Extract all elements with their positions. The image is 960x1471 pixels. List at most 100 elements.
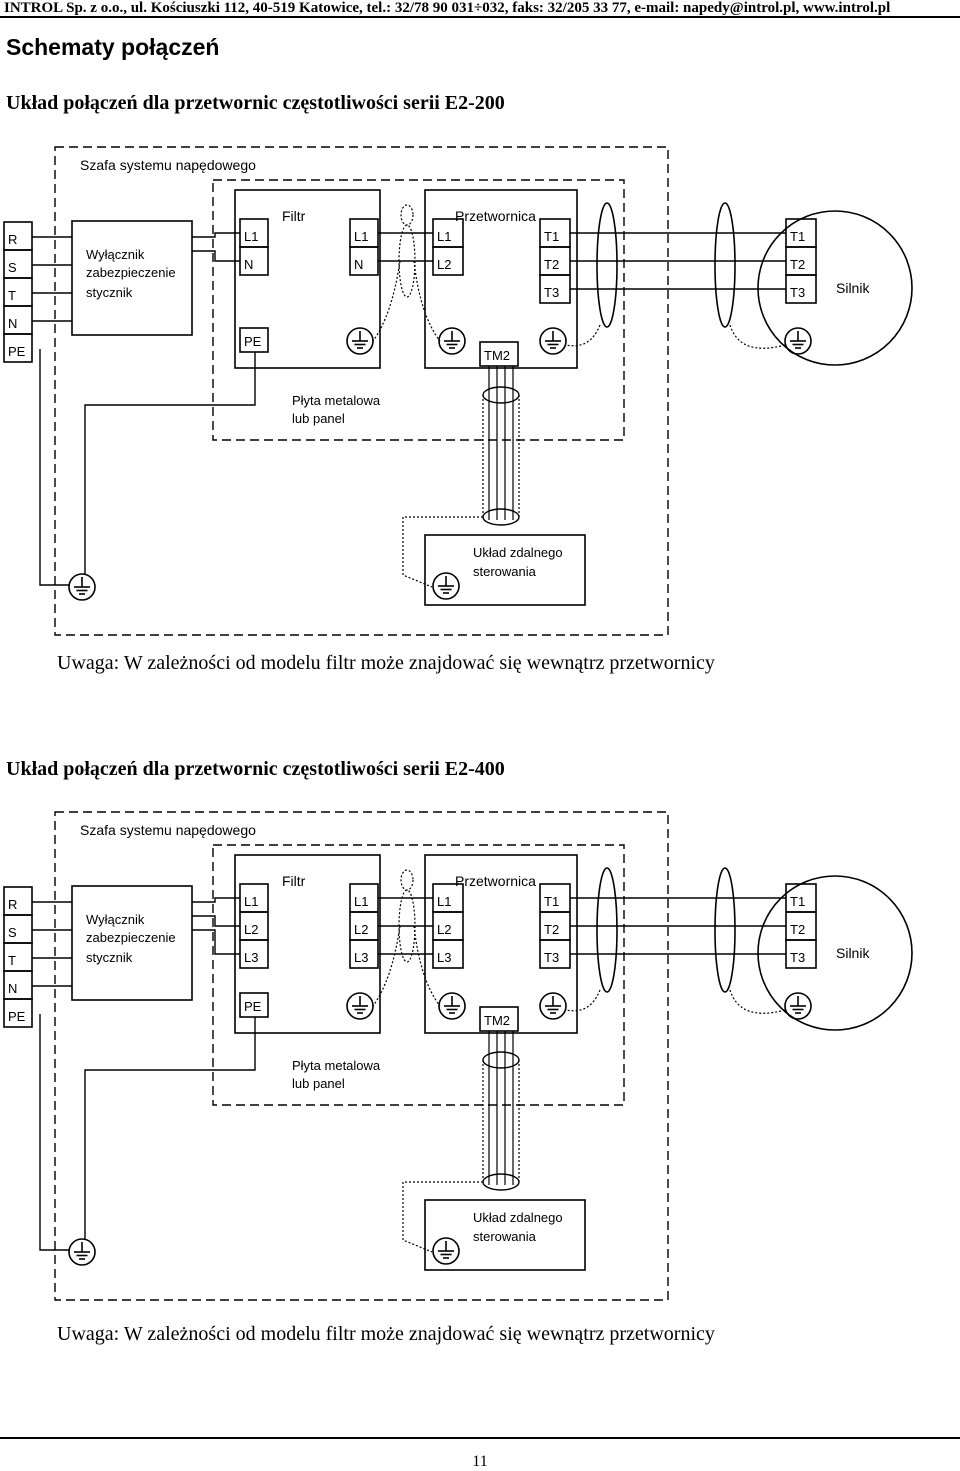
motor-cable-shield [714, 202, 736, 328]
supply-terminal-pe [3, 333, 33, 363]
plate-label: lub panel [292, 1076, 345, 1091]
inverter-out-terminal-label: T3 [544, 285, 559, 300]
supply-terminal-t-label: T [8, 288, 16, 303]
filter-pe-terminal-label: PE [244, 999, 262, 1014]
breaker-box [71, 220, 193, 336]
shield-lead [413, 260, 441, 342]
remote-label: sterowania [473, 564, 537, 579]
inverter-out-terminal-label: T3 [544, 950, 559, 965]
shield-lead [372, 260, 401, 342]
cable-shield [400, 204, 414, 226]
company-header: INTROL Sp. z o.o., ul. Kościuszki 112, 4… [4, 0, 891, 16]
supply-terminal-n-label: N [8, 316, 17, 331]
breaker-label: stycznik [86, 950, 133, 965]
ground-icon [68, 573, 96, 601]
ground-icon [539, 992, 567, 1020]
tm2-terminal-label: TM2 [484, 348, 510, 363]
motor-cable-shield [714, 867, 736, 993]
inverter-in-terminal-label: L2 [437, 922, 451, 937]
tm2-terminal [479, 1006, 519, 1032]
page-title: Schematy połączeń [6, 34, 220, 60]
supply-terminal-pe-label: PE [8, 1009, 26, 1024]
breaker-box [71, 885, 193, 1001]
motor-terminal-label: T2 [790, 922, 805, 937]
header-rule [0, 16, 960, 18]
wire [192, 232, 240, 238]
cable-shield [400, 869, 414, 891]
wire [192, 929, 240, 955]
inverter-label: Przetwornica [455, 208, 536, 224]
remote-label: Układ zdalnego [473, 1210, 563, 1225]
diagram-2-heading: Układ połączeń dla przetwornic częstotli… [6, 758, 505, 780]
ground-icon [346, 327, 374, 355]
shield-lead [402, 516, 483, 588]
tm2-terminal-label: TM2 [484, 1013, 510, 1028]
filter-out-terminal-label: L1 [354, 894, 368, 909]
shield-lead [565, 324, 601, 347]
wire [39, 1014, 70, 1251]
cabinet-border [54, 811, 669, 1301]
filter-pe-terminal [239, 327, 269, 353]
pe-wire [84, 1017, 256, 1240]
motor-label: Silnik [836, 945, 870, 961]
metal-plate-border [212, 844, 625, 1106]
cabinet-label: Szafa systemu napędowego [80, 822, 256, 838]
motor-cable-shield [596, 867, 618, 993]
remote-control-box [424, 1199, 586, 1271]
diagram-1-heading: Układ połączeń dla przetwornic częstotli… [6, 92, 505, 114]
inverter-out-terminal-label: T2 [544, 922, 559, 937]
shield-lead [402, 1181, 483, 1253]
inverter-out-terminal-label: T1 [544, 229, 559, 244]
footer-rule [0, 1437, 960, 1439]
diagram-1-note: Uwaga: W zależności od modelu filtr może… [57, 652, 715, 674]
supply-terminal-t-label: T [8, 953, 16, 968]
supply-terminal-r-label: R [8, 232, 17, 247]
filter-pe-terminal-label: PE [244, 334, 262, 349]
page-number: 11 [472, 1453, 488, 1470]
shield-lead [372, 925, 401, 1007]
filter-out-terminal-label: N [354, 257, 363, 272]
shield-lead [565, 989, 601, 1012]
cable-shield [398, 224, 416, 298]
cable-shield [398, 889, 416, 963]
remote-control-box [424, 534, 586, 606]
motor-circle [757, 210, 913, 366]
filter-in-terminal-label: L3 [244, 950, 258, 965]
breaker-label: zabezpieczenie [86, 265, 176, 280]
motor-terminal-label: T3 [790, 950, 805, 965]
ground-icon [68, 1238, 96, 1266]
motor-terminal-label: T1 [790, 894, 805, 909]
remote-label: Układ zdalnego [473, 545, 563, 560]
cabinet-border [54, 146, 669, 636]
motor-terminal-label: T1 [790, 229, 805, 244]
filter-out-terminal-label: L1 [354, 229, 368, 244]
filter-out-terminal-label: L3 [354, 950, 368, 965]
filter-box [234, 189, 381, 369]
ground-icon [784, 327, 812, 355]
ground-icon [346, 992, 374, 1020]
filter-label: Filtr [282, 208, 306, 224]
ground-icon [784, 992, 812, 1020]
filter-out-terminal-label: L2 [354, 922, 368, 937]
pe-wire [84, 352, 256, 575]
filter-in-terminal-label: L2 [244, 922, 258, 937]
supply-terminal-r-label: R [8, 897, 17, 912]
wire [192, 915, 240, 927]
supply-terminal-n-label: N [8, 981, 17, 996]
wire [39, 349, 70, 586]
motor-terminal-label: T3 [790, 285, 805, 300]
filter-label: Filtr [282, 873, 306, 889]
motor-terminal-label: T2 [790, 257, 805, 272]
ground-icon [438, 992, 466, 1020]
inverter-out-terminal-label: T2 [544, 257, 559, 272]
inverter-in-terminal-label: L2 [437, 257, 451, 272]
inverter-out-terminal-label: T1 [544, 894, 559, 909]
plate-label: lub panel [292, 411, 345, 426]
wire [192, 250, 240, 262]
supply-terminal-s-label: S [8, 925, 17, 940]
motor-label: Silnik [836, 280, 870, 296]
filter-in-terminal-label: L1 [244, 894, 258, 909]
cabinet-label: Szafa systemu napędowego [80, 157, 256, 173]
